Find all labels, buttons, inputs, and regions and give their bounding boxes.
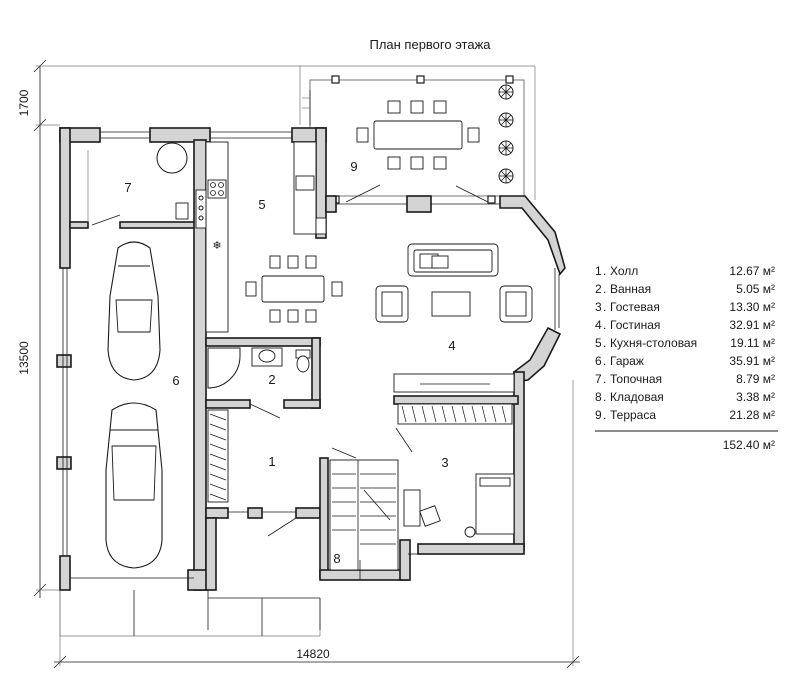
legend-name: Терраса [610,408,656,422]
legend-row: 9 . Терраса 21.28 м² [595,408,775,422]
legend-row: 6 . Гараж 35.91 м² [595,354,775,368]
legend-row: 4 . Гостиная 32.91 м² [595,318,775,332]
svg-text:.: . [603,408,606,422]
legend-number: 6 [595,354,602,368]
legend-area: 3.38 м² [736,390,775,404]
room-9-label: 9 [350,159,357,174]
living-room-furniture [375,243,533,393]
legend-area: 19.11 м² [730,336,775,350]
room-1-label: 1 [268,454,275,469]
svg-text:.: . [603,282,606,296]
legend-number: 3 [595,300,602,314]
room-6-label: 6 [172,373,179,388]
dimension-top-label: 1700 [17,89,31,116]
legend-number: 4 [595,318,602,332]
legend-row: 1 . Холл 12.67 м² [595,264,775,278]
legend-number: 1 [595,264,602,278]
legend-total: 152.40 м² [723,438,775,452]
svg-text:.: . [603,390,606,404]
svg-text:.: . [603,264,606,278]
legend-area: 35.91 м² [729,354,775,368]
legend-name: Гараж [610,354,644,368]
legend-area: 21.28 м² [729,408,775,422]
room-3-label: 3 [441,455,448,470]
legend-row: 2 . Ванная 5.05 м² [595,282,775,296]
legend-name: Кладовая [610,390,664,404]
room-8-label: 8 [333,551,340,566]
plan-title: План первого этажа [369,37,491,52]
svg-text:.: . [603,300,606,314]
kitchen-fixtures: ❄ [195,141,327,333]
thin-outlines [62,131,560,630]
legend-name: Гостевая [610,300,660,314]
svg-text:.: . [603,372,606,386]
legend-name: Холл [610,264,638,278]
legend-row: 3 . Гостевая 13.30 м² [595,300,775,314]
legend-row: 7 . Топочная 8.79 м² [595,372,775,386]
svg-text:.: . [603,354,606,368]
svg-text:.: . [603,318,606,332]
svg-text:.: . [603,336,606,350]
legend-number: 2 [595,282,602,296]
legend-name: Гостиная [610,318,660,332]
room-5-label: 5 [258,197,265,212]
staircase [329,459,399,580]
hall-wardrobe [207,409,229,503]
legend-number: 8 [595,390,602,404]
legend-area: 13.30 м² [729,300,775,314]
legend-row: 8 . Кладовая 3.38 м² [595,390,775,404]
legend-row: 5 . Кухня-столовая 19.11 м² [595,336,775,350]
garage-cars [105,241,163,569]
dimension-bottom-label: 14820 [296,647,330,661]
freezer-icon: ❄ [212,240,221,252]
legend-number: 7 [595,372,602,386]
legend-name: Ванная [610,282,651,296]
boiler-room-fixtures [156,142,189,220]
legend-number: 9 [595,408,602,422]
legend-area: 8.79 м² [736,372,775,386]
dimension-left-label: 13500 [17,341,31,375]
bathroom-fixtures [207,347,311,389]
terrace [302,75,525,204]
legend-area: 32.91 м² [729,318,775,332]
walls [56,127,566,591]
guest-room-furniture [397,403,515,538]
legend-area: 5.05 м² [736,282,775,296]
kitchen-dining-table [245,255,343,323]
room-numbers: 1 2 3 4 5 6 7 8 9 [124,159,455,566]
legend-area: 12.67 м² [729,264,775,278]
room-7-label: 7 [124,180,131,195]
room-2-label: 2 [268,372,275,387]
door-swings [91,214,413,636]
legend-name: Топочная [610,372,662,386]
legend-number: 5 [595,336,602,350]
room-4-label: 4 [448,338,455,353]
room-legend: 1 . Холл 12.67 м² 2 . Ванная 5.05 м² 3 .… [595,264,778,452]
legend-name: Кухня-столовая [610,336,697,350]
